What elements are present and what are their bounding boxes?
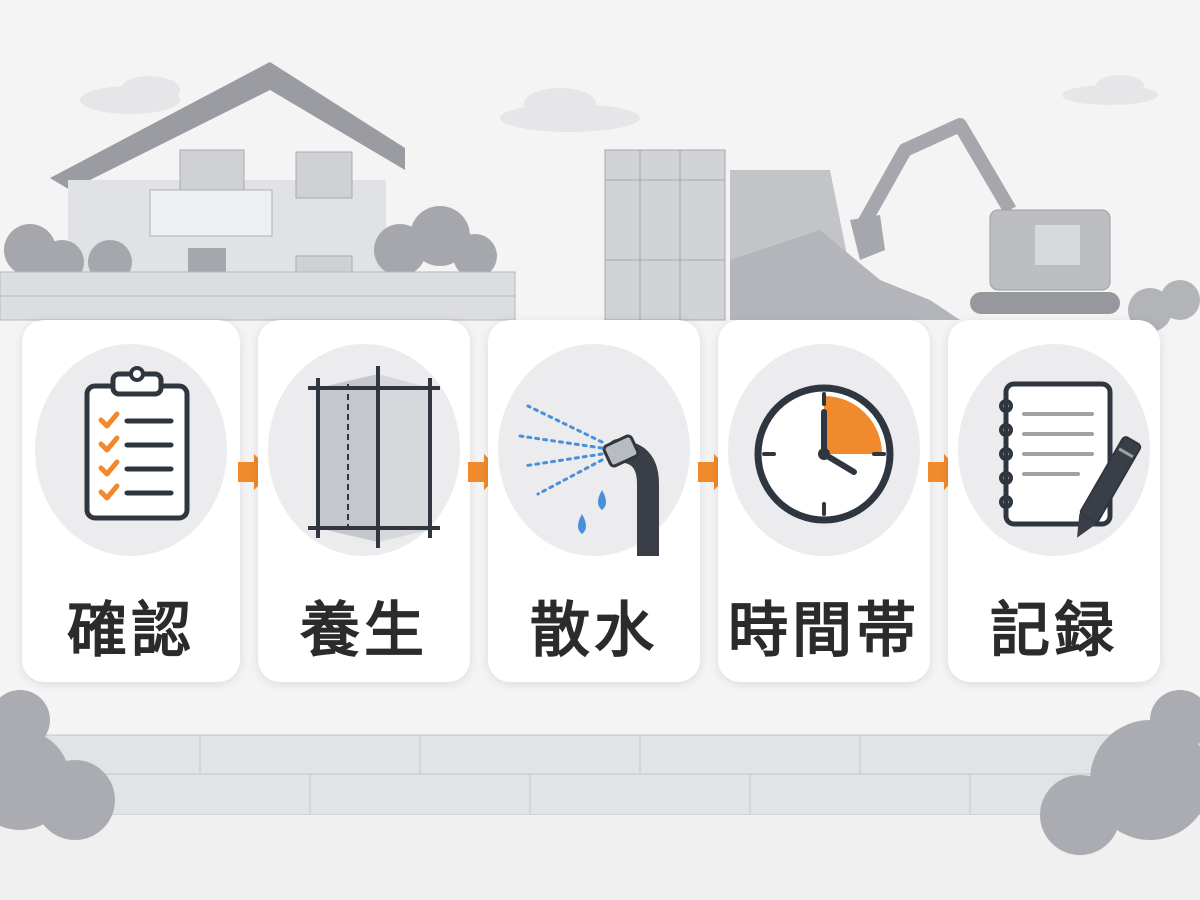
arrow-right-icon bbox=[468, 454, 502, 490]
cloud-icon bbox=[80, 76, 180, 114]
notebook-pen-icon bbox=[999, 381, 1142, 538]
step-label: 養生 bbox=[300, 596, 428, 666]
step-label: 確認 bbox=[67, 596, 195, 666]
ground-illustration bbox=[0, 815, 1200, 900]
scaffold-sheet-icon bbox=[308, 366, 440, 548]
step-label: 散水 bbox=[530, 596, 658, 666]
wall-illustration bbox=[0, 271, 516, 321]
step-card-confirm: 確認 bbox=[22, 320, 240, 682]
cloud-icon bbox=[500, 88, 640, 132]
step-card-water-spray: 散水 bbox=[488, 320, 700, 682]
arrow-right-icon bbox=[698, 454, 732, 490]
step-card-protection: 養生 bbox=[258, 320, 470, 682]
bush-illustration bbox=[0, 690, 1200, 855]
excavator-illustration bbox=[850, 118, 1120, 314]
clock-icon bbox=[754, 384, 894, 524]
clipboard-checklist-icon bbox=[84, 366, 190, 521]
arrow-right-icon bbox=[238, 454, 272, 490]
wall-illustration bbox=[0, 734, 1200, 816]
demolition-site-illustration bbox=[604, 149, 960, 321]
step-card-record: 記録 bbox=[948, 320, 1160, 682]
arrow-right-icon bbox=[928, 454, 962, 490]
step-card-time-window: 時間帯 bbox=[718, 320, 930, 682]
step-label: 記録 bbox=[990, 596, 1118, 666]
cloud-icon bbox=[1062, 75, 1158, 105]
step-label: 時間帯 bbox=[728, 596, 920, 666]
water-spray-nozzle-icon bbox=[518, 404, 659, 556]
